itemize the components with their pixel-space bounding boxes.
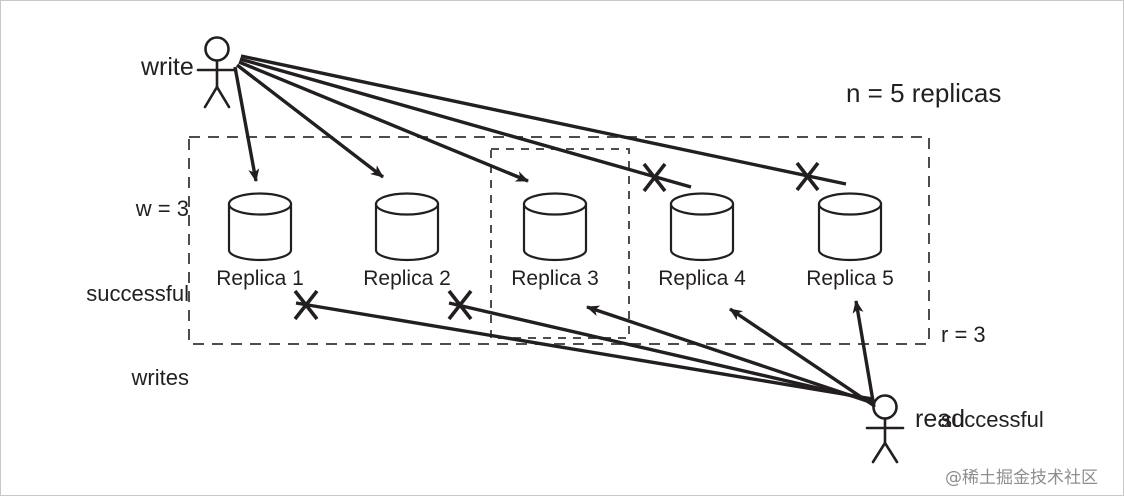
- watermark-text: @稀土掘金技术社区: [945, 468, 1098, 488]
- read-arrow-replica-1: [295, 301, 874, 401]
- replica-1-database-icon: [227, 192, 293, 262]
- replica-3-database-icon: [522, 192, 588, 262]
- read-blocked-x-replica-1: [293, 289, 319, 321]
- replica-4-database-icon: [669, 192, 735, 262]
- replica-5-label: Replica 5: [806, 267, 894, 290]
- read-quorum-label: r = 3 successful reads: [941, 265, 1101, 495]
- replica-2-database-icon: [374, 192, 440, 262]
- replica-4-label: Replica 4: [658, 267, 746, 290]
- write-quorum-dashed-box: [188, 136, 930, 345]
- read-quorum-line-3: reads: [941, 490, 1101, 495]
- read-arrow-replica-3: [586, 305, 874, 405]
- replica-1-label: Replica 1: [216, 267, 304, 290]
- write-arrow-replica-2: [235, 63, 385, 179]
- write-actor-label: write: [141, 53, 194, 81]
- write-arrow-replica-1: [233, 66, 260, 182]
- read-arrows-successful: [586, 300, 876, 408]
- write-quorum-line-1: w = 3: [135, 196, 189, 222]
- read-arrows-failed: [295, 301, 875, 403]
- write-quorum-label: w = 3 successful writes: [57, 139, 189, 449]
- write-blocked-x-replica-4: [642, 162, 667, 193]
- read-arrow-replica-2: [448, 301, 875, 403]
- write-quorum-line-3: writes: [131, 365, 189, 391]
- read-blocked-x-replica-2: [447, 289, 473, 321]
- write-arrow-replica-5: [240, 54, 847, 186]
- read-quorum-line-1: r = 3: [941, 322, 986, 348]
- read-arrow-replica-4: [729, 307, 874, 407]
- write-arrows-successful: [233, 60, 529, 183]
- read-actor-stick-figure-icon: [865, 394, 905, 464]
- replica-3-label: Replica 3: [511, 267, 599, 290]
- replicas-total-label: n = 5 replicas: [846, 78, 1002, 108]
- write-arrow-replica-4: [239, 57, 692, 189]
- write-arrow-replica-3: [238, 60, 529, 183]
- replica-2-label: Replica 2: [363, 267, 451, 290]
- read-quorum-line-2: successful: [941, 406, 1044, 432]
- overlap-dashed-box: [490, 148, 630, 339]
- write-blocked-x-replica-5: [795, 161, 820, 192]
- write-arrows-failed: [239, 54, 847, 189]
- write-actor-stick-figure-icon: [196, 36, 238, 109]
- write-quorum-line-2: successful: [86, 280, 189, 306]
- read-arrow-replica-5: [852, 300, 876, 408]
- replica-5-database-icon: [817, 192, 883, 262]
- read-actor-label: read: [915, 405, 966, 433]
